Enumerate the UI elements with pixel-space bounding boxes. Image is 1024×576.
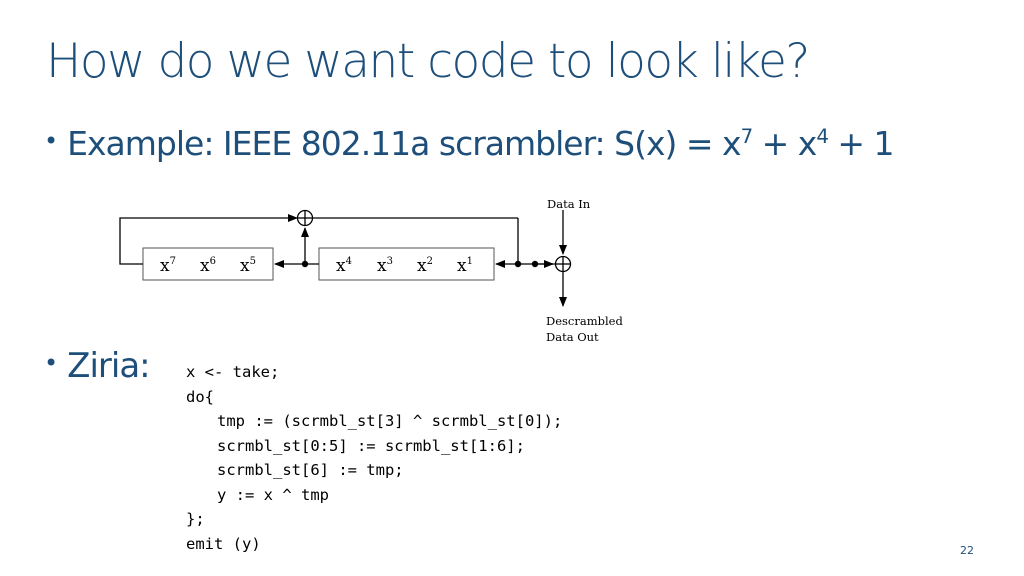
bullet-example-suffix: + 1	[827, 124, 894, 163]
code-line: scrmbl_st[6] := tmp;	[217, 461, 404, 479]
exponent-7: 7	[740, 125, 754, 148]
data-in-label: Data In	[547, 197, 591, 211]
reg-label-x2: x2	[417, 256, 433, 276]
scrambler-diagram: x7 x6 x5 x4 x3 x2 x1 Data In Descrambled…	[119, 197, 623, 344]
bullet-dot: •	[44, 349, 58, 377]
reg-label-x5: x5	[240, 256, 256, 276]
reg-label-x6: x6	[200, 256, 216, 276]
code-block: x <- take; do{tmp := (scrmbl_st[3] ^ scrm…	[186, 360, 562, 556]
page-number: 22	[960, 544, 974, 557]
reg-label-x1: x1	[457, 256, 473, 276]
data-out-label-1: Descrambled	[546, 314, 623, 328]
tap-dot-input	[531, 260, 539, 268]
feedback-line-left	[119, 214, 298, 265]
code-line: y := x ^ tmp	[217, 485, 329, 504]
reg-label-x4: x4	[336, 256, 352, 276]
bullet-ziria: • Ziria:	[44, 346, 151, 386]
tap-dot-x1	[514, 260, 522, 268]
left-shift-register	[142, 247, 274, 281]
bullet-example-mid: + x	[752, 124, 818, 163]
reg-label-x7: x7	[160, 256, 176, 276]
data-out-label-2: Data Out	[546, 330, 599, 344]
bullet-ziria-label: Ziria:	[67, 346, 150, 386]
bullet-dot: •	[44, 127, 58, 155]
slide-title: How do we want code to look like?	[46, 34, 810, 89]
code-line: scrmbl_st[0:5] := scrmbl_st[1:6];	[217, 436, 525, 455]
code-line: tmp := (scrmbl_st[3] ^ scrmbl_st[0]);	[217, 412, 563, 430]
code-line: do{	[186, 387, 214, 406]
right-shift-register	[318, 247, 495, 281]
code-line: x <- take;	[186, 363, 280, 381]
code-line: emit (y)	[186, 534, 261, 553]
bullet-example: • Example: IEEE 802.11a scrambler: S(x) =…	[44, 124, 895, 163]
reg-label-x3: x3	[377, 256, 393, 276]
exponent-4: 4	[816, 125, 829, 148]
bullet-example-prefix: Example: IEEE 802.11a scrambler: S(x) = …	[67, 124, 741, 163]
code-line: };	[186, 510, 205, 528]
